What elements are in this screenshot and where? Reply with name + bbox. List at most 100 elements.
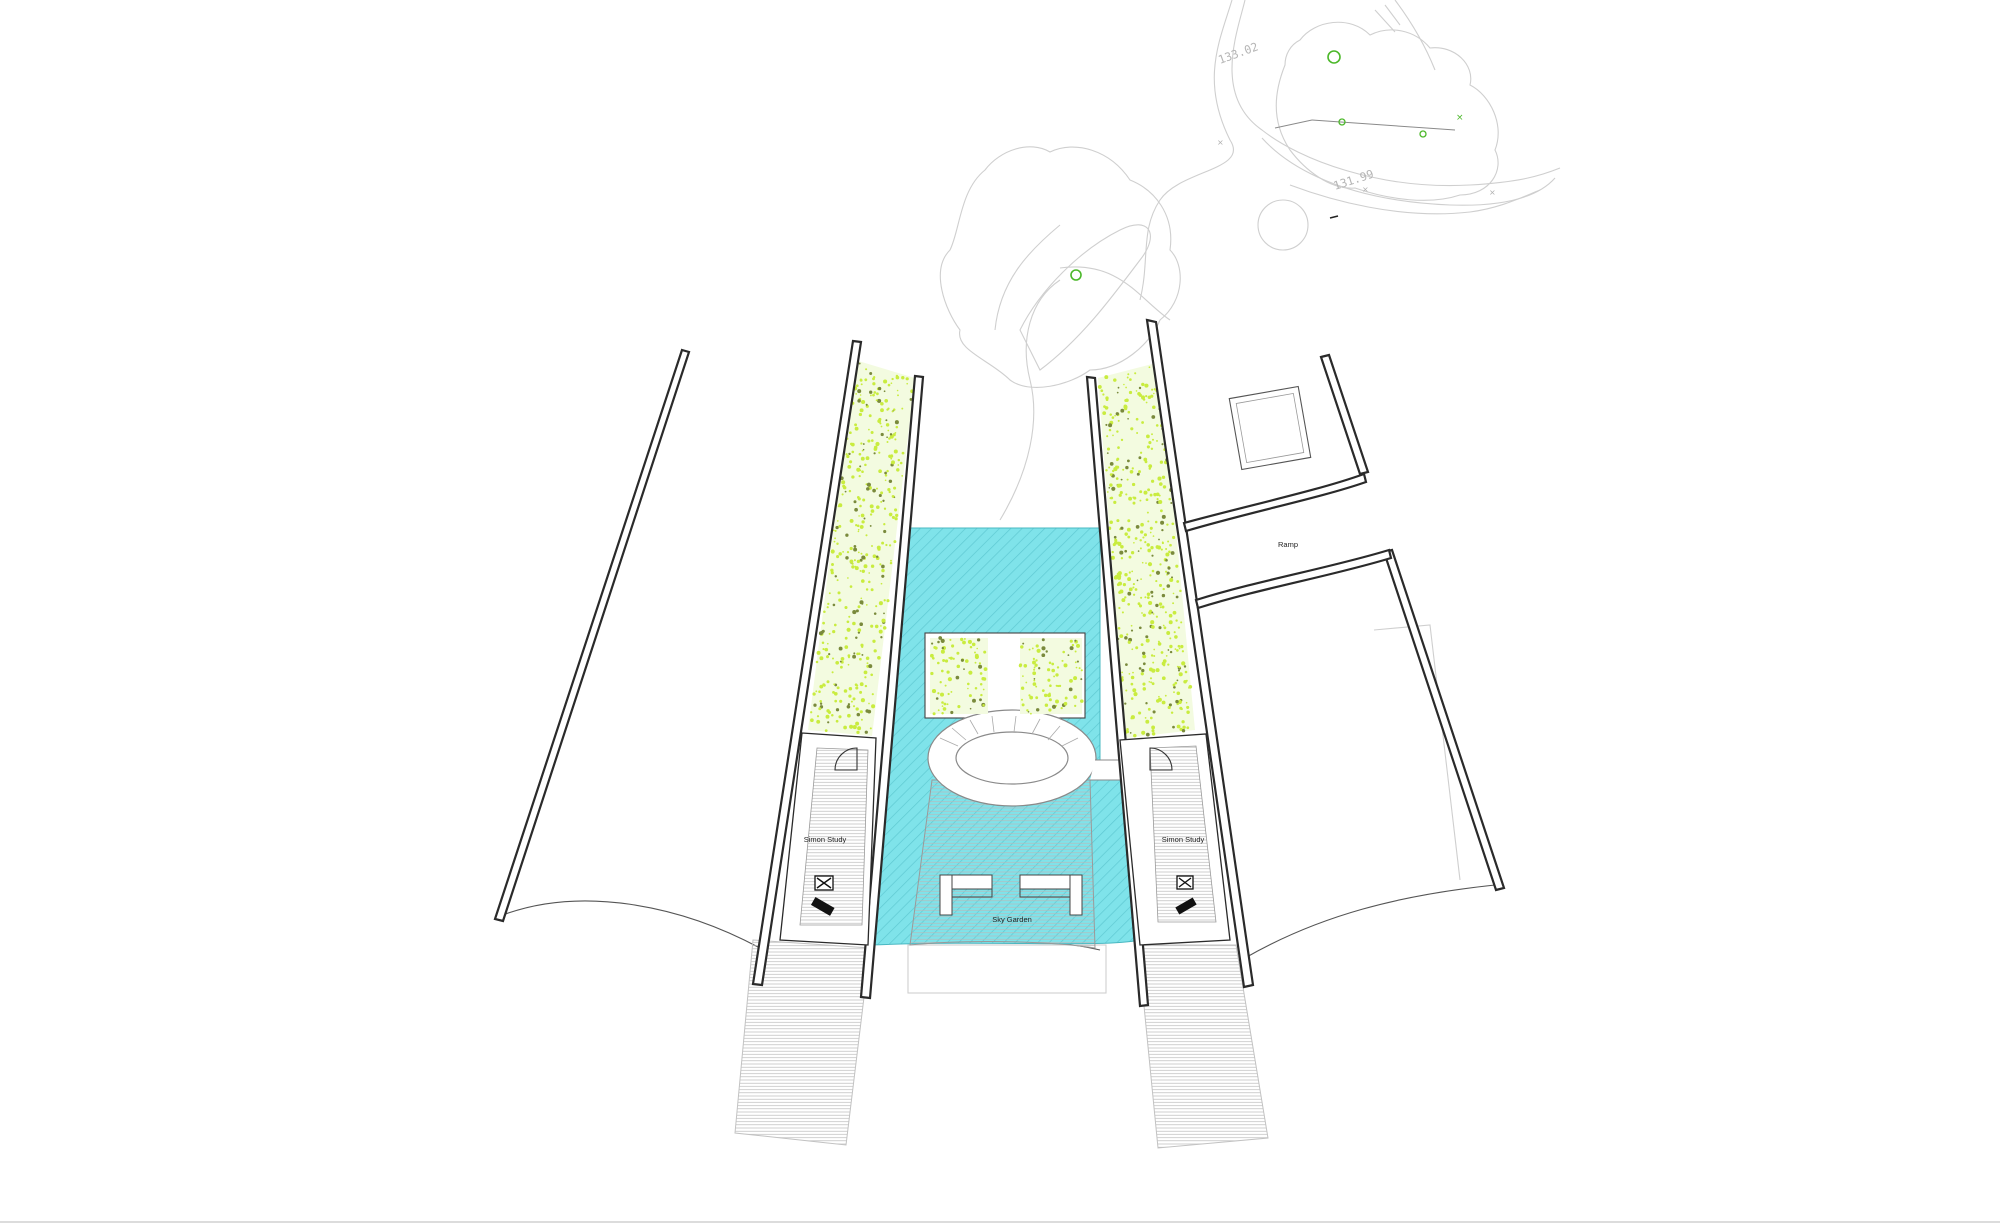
planting-speck [886,469,889,473]
planting-speck [890,382,893,385]
planting-speck [848,694,852,698]
planting-speck [880,408,884,413]
planting-speck [1186,726,1190,730]
planting-speck [1170,711,1174,714]
planting-speck [931,689,937,694]
planting-speck [880,636,883,639]
planting-speck [892,433,896,437]
planting-speck [847,713,851,718]
planting-speck [877,655,881,660]
planting-speck [1186,710,1190,714]
room-label-sky-garden: Sky Garden [992,915,1032,924]
planting-speck [1166,523,1169,526]
planting-speck [883,379,888,384]
planting-speck [1126,478,1129,481]
planting-speck [1117,581,1123,586]
planting-speck [1020,686,1025,690]
planting-speck [1185,679,1188,682]
planting-speck [1168,613,1173,618]
planting-speck [844,645,849,649]
planting-speck [1167,540,1170,543]
planting-speck [857,528,860,531]
planting-speck [1149,574,1152,577]
planting-speck [877,398,882,403]
planting-speck [860,718,863,721]
planting-speck [1154,520,1158,524]
planting-speck [882,499,885,502]
planting-speck [861,449,864,452]
planting-speck [979,698,982,702]
planting-speck [877,386,882,391]
planting-speck [1178,647,1181,650]
planting-speck [982,677,987,681]
planting-speck [1161,541,1164,544]
planting-speck [897,464,900,466]
planting-speck [887,487,891,492]
planting-speck [1073,695,1078,699]
planting-speck [1074,704,1077,708]
planting-speck [956,664,961,669]
planting-speck [1173,691,1175,694]
planting-speck [1140,596,1143,599]
planting-speck [880,432,884,437]
planting-speck [891,377,894,381]
planting-speck [1048,708,1052,712]
study-left: Simon Study [779,732,877,946]
planting-speck [885,543,888,547]
planting-speck [850,700,853,703]
planting-speck [1033,666,1036,669]
planting-speck [1118,493,1122,497]
planting-speck [897,458,901,462]
planting-speck [1149,716,1153,720]
planting-speck [828,632,831,635]
planting-speck [1131,482,1136,487]
planting-speck [1127,417,1129,420]
planting-speck [941,646,944,650]
planting-speck [1169,644,1173,649]
planting-speck [876,505,880,509]
planting-speck [866,482,871,487]
planting-speck [868,580,871,584]
planting-speck [883,390,886,393]
planting-speck [853,545,857,548]
planting-speck [1032,671,1037,676]
planting-speck [1108,466,1111,469]
planting-speck [870,673,874,677]
planting-speck [1148,600,1153,606]
planting-speck [980,693,983,697]
planting-speck [1145,562,1147,564]
planting-speck [844,490,847,493]
planting-speck [873,445,878,450]
planting-speck [1130,697,1134,700]
planting-speck [860,513,865,518]
planting-speck [1033,677,1036,680]
planting-speck [854,426,859,431]
planting-speck [855,707,859,711]
planting-speck [877,547,881,551]
survey-cross-icon: × [1489,188,1496,197]
planting-speck [827,602,830,606]
planting-speck [869,372,873,375]
planting-speck [891,494,895,498]
planting-speck [850,443,854,446]
planting-speck [1152,405,1156,410]
planting-speck [1161,605,1165,609]
planting-speck [1048,698,1052,702]
planting-speck [1057,684,1060,688]
planting-speck [859,682,864,687]
planting-speck [1034,663,1038,667]
planting-speck [938,636,943,640]
planting-speck [870,588,874,592]
planting-speck [886,436,888,439]
planting-speck [1175,564,1179,568]
planting-speck [960,637,964,642]
planting-speck [1123,404,1128,410]
planting-speck [891,460,895,465]
planting-speck [827,721,830,724]
planting-speck [845,533,849,537]
planting-speck [889,561,893,565]
planting-speck [1127,640,1131,644]
planting-speck [861,520,865,524]
planting-speck [861,653,864,656]
planting-speck [880,582,883,585]
